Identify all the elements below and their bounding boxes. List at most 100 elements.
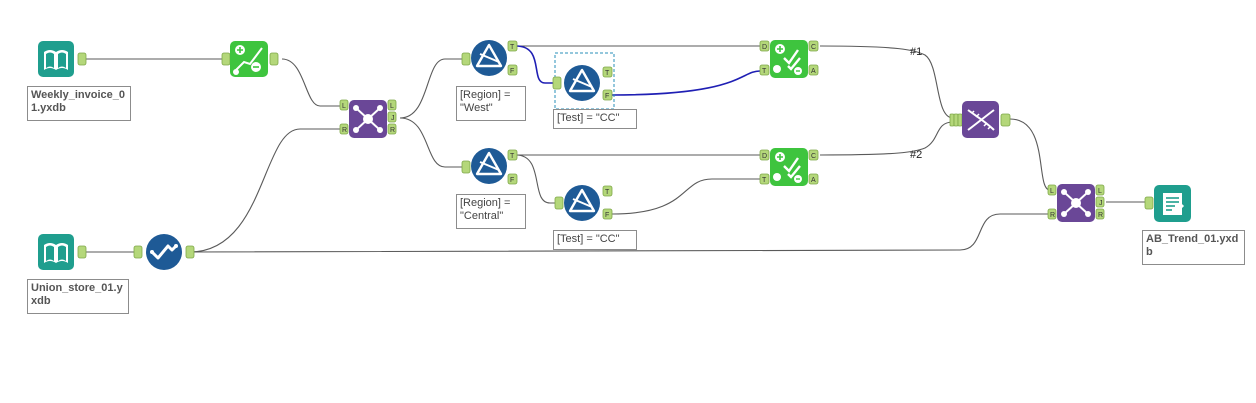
annotation-output: AB_Trend_01.yxd b bbox=[1142, 230, 1245, 265]
filter-tool-west[interactable]: T F bbox=[461, 40, 518, 76]
true-output-anchor[interactable] bbox=[507, 149, 518, 161]
output-data-icon bbox=[1163, 193, 1185, 216]
conn-trend-join1[interactable] bbox=[281, 58, 345, 107]
right-output-anchor[interactable] bbox=[387, 123, 397, 135]
input-anchor[interactable] bbox=[554, 196, 564, 210]
input-data-book-icon bbox=[44, 243, 68, 263]
conn-ab1-union[interactable] bbox=[819, 45, 954, 119]
filter-tool-cc-1[interactable]: T F bbox=[552, 52, 615, 110]
select-tool[interactable] bbox=[133, 234, 195, 270]
data-input-anchor[interactable] bbox=[759, 40, 770, 52]
anchor-label: F bbox=[510, 177, 514, 184]
annotation-input1: Weekly_invoice_0 1.yxdb bbox=[27, 86, 131, 121]
input-anchor[interactable] bbox=[461, 52, 471, 66]
annotation-filter-west: [Region] = "West" bbox=[456, 86, 526, 121]
anchor-label: D bbox=[762, 44, 767, 51]
input-anchor[interactable] bbox=[461, 160, 471, 174]
false-output-anchor[interactable] bbox=[602, 208, 613, 220]
union-dna-icon bbox=[967, 109, 995, 131]
anchor-label: R bbox=[342, 127, 347, 134]
filter-triangle-icon bbox=[475, 151, 503, 176]
anchor-label: L bbox=[1098, 188, 1102, 195]
input-data-book-icon bbox=[44, 50, 68, 70]
false-output-anchor[interactable] bbox=[507, 64, 518, 76]
join-tool-2[interactable]: L R L J R bbox=[1047, 184, 1105, 222]
true-output-anchor[interactable] bbox=[602, 185, 613, 197]
conn-filtercc1-ab1[interactable] bbox=[611, 70, 761, 96]
anchor-label: R bbox=[1098, 212, 1103, 219]
anchor-label: L bbox=[342, 103, 346, 110]
conn-select-join1[interactable] bbox=[189, 128, 345, 253]
left-input-anchor[interactable] bbox=[339, 99, 349, 111]
output-tool-ab-trend[interactable] bbox=[1144, 185, 1191, 222]
trend-ab-analysis-icon bbox=[233, 45, 263, 75]
output-anchor[interactable] bbox=[185, 245, 195, 259]
anchor-label: C bbox=[811, 153, 816, 160]
output-anchor[interactable] bbox=[77, 245, 87, 259]
annotation-filter-cc-1: [Test] = "CC" bbox=[553, 109, 637, 129]
multi-input-anchor[interactable] bbox=[949, 113, 963, 127]
anchor-label: T bbox=[510, 153, 515, 160]
input-anchor[interactable] bbox=[133, 245, 143, 259]
conn-join1-filtercentral[interactable] bbox=[399, 117, 466, 168]
control-output-anchor[interactable] bbox=[808, 149, 819, 161]
join-output-anchor[interactable] bbox=[387, 111, 397, 123]
conn-ab2-union[interactable] bbox=[819, 121, 954, 156]
anchor-label: T bbox=[605, 189, 610, 196]
output-anchor[interactable] bbox=[77, 52, 87, 66]
true-output-anchor[interactable] bbox=[602, 66, 613, 78]
ab-controls-tool-1[interactable]: D T C A bbox=[759, 40, 819, 78]
connection-label-1: #1 bbox=[910, 46, 922, 58]
output-anchor[interactable] bbox=[269, 52, 279, 66]
union-tool[interactable] bbox=[949, 101, 1011, 138]
left-input-anchor[interactable] bbox=[1047, 184, 1057, 196]
filter-tool-central[interactable]: T F bbox=[461, 148, 518, 185]
input-anchor[interactable] bbox=[552, 76, 562, 90]
conn-filtercentral-filtercc2[interactable] bbox=[515, 154, 558, 204]
left-output-anchor[interactable] bbox=[1095, 184, 1105, 196]
output-anchor[interactable] bbox=[1000, 113, 1011, 127]
anchor-label: A bbox=[811, 177, 816, 184]
annotation-filter-cc-2: [Test] = "CC" bbox=[553, 230, 637, 250]
data-input-anchor[interactable] bbox=[759, 149, 770, 161]
input-tool-union-store[interactable] bbox=[38, 234, 87, 270]
ab-controls-icon bbox=[773, 152, 802, 183]
join-tool-1[interactable]: L R L J R bbox=[339, 99, 397, 138]
all-output-anchor[interactable] bbox=[808, 173, 819, 185]
true-output-anchor[interactable] bbox=[507, 40, 518, 52]
all-output-anchor[interactable] bbox=[808, 64, 819, 76]
filter-triangle-icon bbox=[475, 43, 503, 68]
ab-trend-tool[interactable] bbox=[221, 41, 279, 77]
right-input-anchor[interactable] bbox=[1047, 208, 1057, 220]
filter-tool-cc-2[interactable]: T F bbox=[554, 185, 613, 221]
conn-union-join2[interactable] bbox=[1009, 118, 1051, 191]
left-output-anchor[interactable] bbox=[387, 99, 397, 111]
anchor-label: L bbox=[1050, 188, 1054, 195]
control-output-anchor[interactable] bbox=[808, 40, 819, 52]
conn-select-join2[interactable] bbox=[189, 213, 1050, 253]
ab-controls-tool-2[interactable]: D T C A bbox=[759, 148, 819, 186]
conn-filtercc2-ab2[interactable] bbox=[611, 178, 760, 215]
input-anchor[interactable] bbox=[1144, 196, 1154, 210]
anchor-label: R bbox=[390, 127, 395, 134]
filter-triangle-icon bbox=[568, 188, 596, 213]
input-tool-weekly-invoice[interactable] bbox=[38, 41, 87, 77]
select-check-icon bbox=[150, 244, 178, 260]
anchor-label: T bbox=[762, 177, 767, 184]
test-input-anchor[interactable] bbox=[759, 64, 770, 76]
conn-join1-filterwest[interactable] bbox=[399, 58, 466, 119]
conn-filterwest-filtercc1[interactable] bbox=[515, 45, 553, 84]
join-output-anchor[interactable] bbox=[1095, 196, 1105, 208]
false-output-anchor[interactable] bbox=[507, 173, 518, 185]
false-output-anchor[interactable] bbox=[602, 89, 613, 101]
anchor-label: F bbox=[510, 68, 514, 75]
right-input-anchor[interactable] bbox=[339, 123, 349, 135]
right-output-anchor[interactable] bbox=[1095, 208, 1105, 220]
anchor-label: F bbox=[605, 93, 609, 100]
anchor-label: T bbox=[762, 68, 767, 75]
test-input-anchor[interactable] bbox=[759, 173, 770, 185]
connections bbox=[86, 45, 1150, 253]
anchor-label: J bbox=[1099, 200, 1103, 207]
input-anchor[interactable] bbox=[221, 52, 231, 66]
